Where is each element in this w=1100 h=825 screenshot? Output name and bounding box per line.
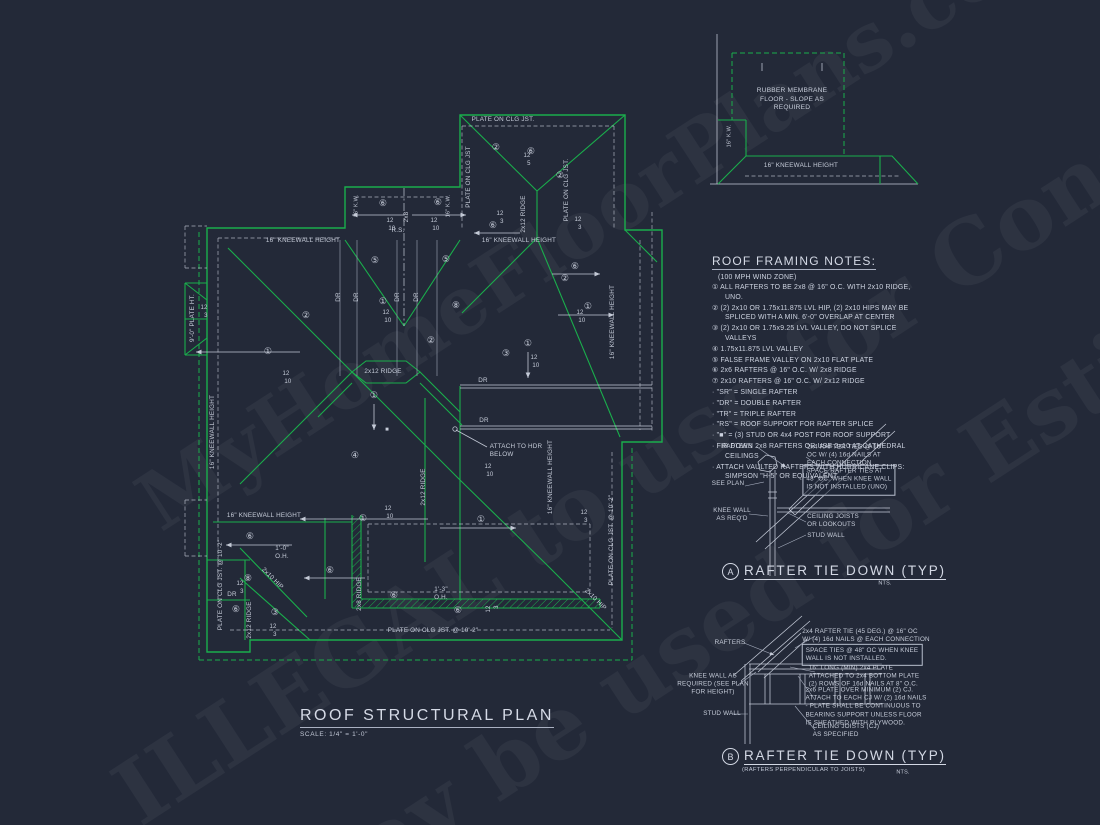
framing-notes-subtitle: (100 MPH WIND ZONE): [718, 274, 797, 281]
framing-note: · FIR DOWN 2x8 RAFTERS OR USE 2x10 AT CA…: [712, 442, 906, 460]
plan-scale: SCALE: 1/4" = 1'-0": [300, 731, 369, 738]
framing-note: · "RS" = ROOF SUPPORT FOR RAFTER SPLICE: [712, 421, 874, 429]
framing-note: ⑦ 2x10 RAFTERS @ 16" O.C. W/ 2x12 RIDGE: [712, 378, 865, 386]
framing-note: ① ALL RAFTERS TO BE 2x8 @ 16" O.C. WITH …: [712, 284, 911, 301]
detail-b-subtitle: (RAFTERS PERPENDICULAR TO JOISTS): [742, 767, 866, 773]
framing-note: · "DR" = DOUBLE RAFTER: [712, 399, 802, 407]
framing-notes-block: ROOF FRAMING NOTES: (100 MPH WIND ZONE) …: [712, 252, 962, 483]
framing-note: · "SR" = SINGLE RAFTER: [712, 388, 798, 396]
framing-note: ④ 1.75x11.875 LVL VALLEY: [712, 345, 804, 353]
framing-note: ③ (2) 2x10 OR 1.75x9.25 LVL VALLEY, DO N…: [712, 325, 897, 342]
framing-note: ⑥ 2x6 RAFTERS @ 16" O.C. W/ 2x8 RIDGE: [712, 367, 857, 375]
plan-title-block: ROOF STRUCTURAL PLAN SCALE: 1/4" = 1'-0": [300, 707, 554, 738]
detail-b-marker: B: [722, 748, 739, 765]
page-title: ROOF STRUCTURAL PLAN: [300, 707, 554, 728]
framing-notes-title: ROOF FRAMING NOTES:: [712, 254, 877, 270]
framing-note: · ATTACH VAULTED RAFTERS WITH HURRICANE …: [712, 463, 905, 481]
framing-note: · "■" = (3) STUD OR 4x4 POST FOR ROOF SU…: [712, 432, 891, 440]
detail-b-title: B RAFTER TIE DOWN (TYP): [722, 748, 946, 765]
framing-note: ⑤ FALSE FRAME VALLEY ON 2x10 FLAT PLATE: [712, 356, 874, 364]
framing-note: ② (2) 2x10 OR 1.75x11.875 LVL HIP, (2) 2…: [712, 304, 909, 322]
detail-a-title: A RAFTER TIE DOWN (TYP): [722, 563, 946, 580]
framing-notes-list: ① ALL RAFTERS TO BE 2x8 @ 16" O.C. WITH …: [712, 283, 962, 482]
detail-a-marker: A: [722, 563, 739, 580]
framing-note: · "TR" = TRIPLE RAFTER: [712, 410, 797, 418]
